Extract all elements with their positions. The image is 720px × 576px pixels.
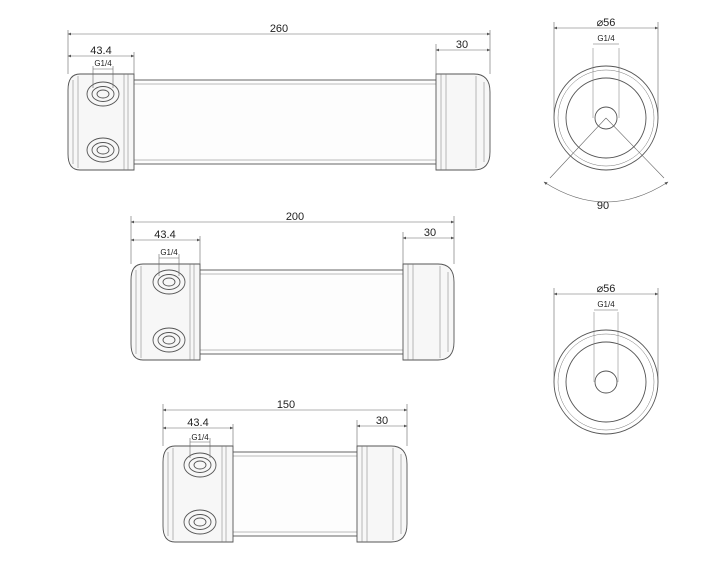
end-cap	[402, 263, 455, 361]
end-view-bottom: ⌀56 G1/4	[553, 283, 659, 435]
cartridge-150-view: 150 43.4 G1/4 30	[162, 399, 408, 543]
port-hole-lower	[152, 327, 186, 353]
port-hole-upper	[183, 452, 217, 478]
inlet-head	[162, 445, 234, 543]
dim-thread-label: G1/4	[597, 300, 615, 309]
dim-thread-label: G1/4	[191, 433, 209, 442]
cartridge-body	[192, 269, 412, 355]
dim-length-200: 200	[286, 211, 304, 223]
dim-cap-width: 30	[424, 227, 436, 239]
cartridge-body	[125, 79, 443, 165]
inlet-head	[130, 263, 201, 361]
dim-cap-width: 30	[456, 39, 468, 51]
dim-angle: 90	[597, 200, 609, 212]
end-view-top: 90 ⌀56 G1/4	[543, 17, 669, 212]
dim-cap-width: 30	[376, 415, 388, 427]
port-hole-lower	[86, 137, 120, 163]
dim-diameter: ⌀56	[597, 17, 616, 29]
end-cap	[356, 445, 408, 543]
dim-inlet-width: 43.4	[90, 45, 111, 57]
center-port-hole	[594, 370, 618, 394]
end-view-outer-circle	[553, 329, 659, 435]
dim-length-150: 150	[277, 399, 295, 411]
dim-length-260: 260	[270, 23, 288, 35]
inlet-head	[67, 73, 135, 171]
port-hole-upper	[86, 81, 120, 107]
dim-diameter: ⌀56	[597, 283, 616, 295]
port-hole-lower	[183, 509, 217, 535]
dim-inlet-width: 43.4	[154, 229, 175, 241]
cartridge-body	[225, 451, 365, 537]
center-port-hole	[594, 106, 618, 130]
dim-thread-label: G1/4	[160, 248, 178, 257]
dim-inlet-width: 43.4	[187, 417, 208, 429]
dim-thread-label: G1/4	[597, 34, 615, 43]
port-hole-upper	[152, 269, 186, 295]
dim-thread-label: G1/4	[94, 59, 112, 68]
end-cap	[435, 73, 491, 171]
cartridge-200-view: 200 43.4 G1/4 30	[130, 211, 455, 361]
cartridge-260-view: 260 43.4 G1/4 30	[67, 23, 491, 171]
